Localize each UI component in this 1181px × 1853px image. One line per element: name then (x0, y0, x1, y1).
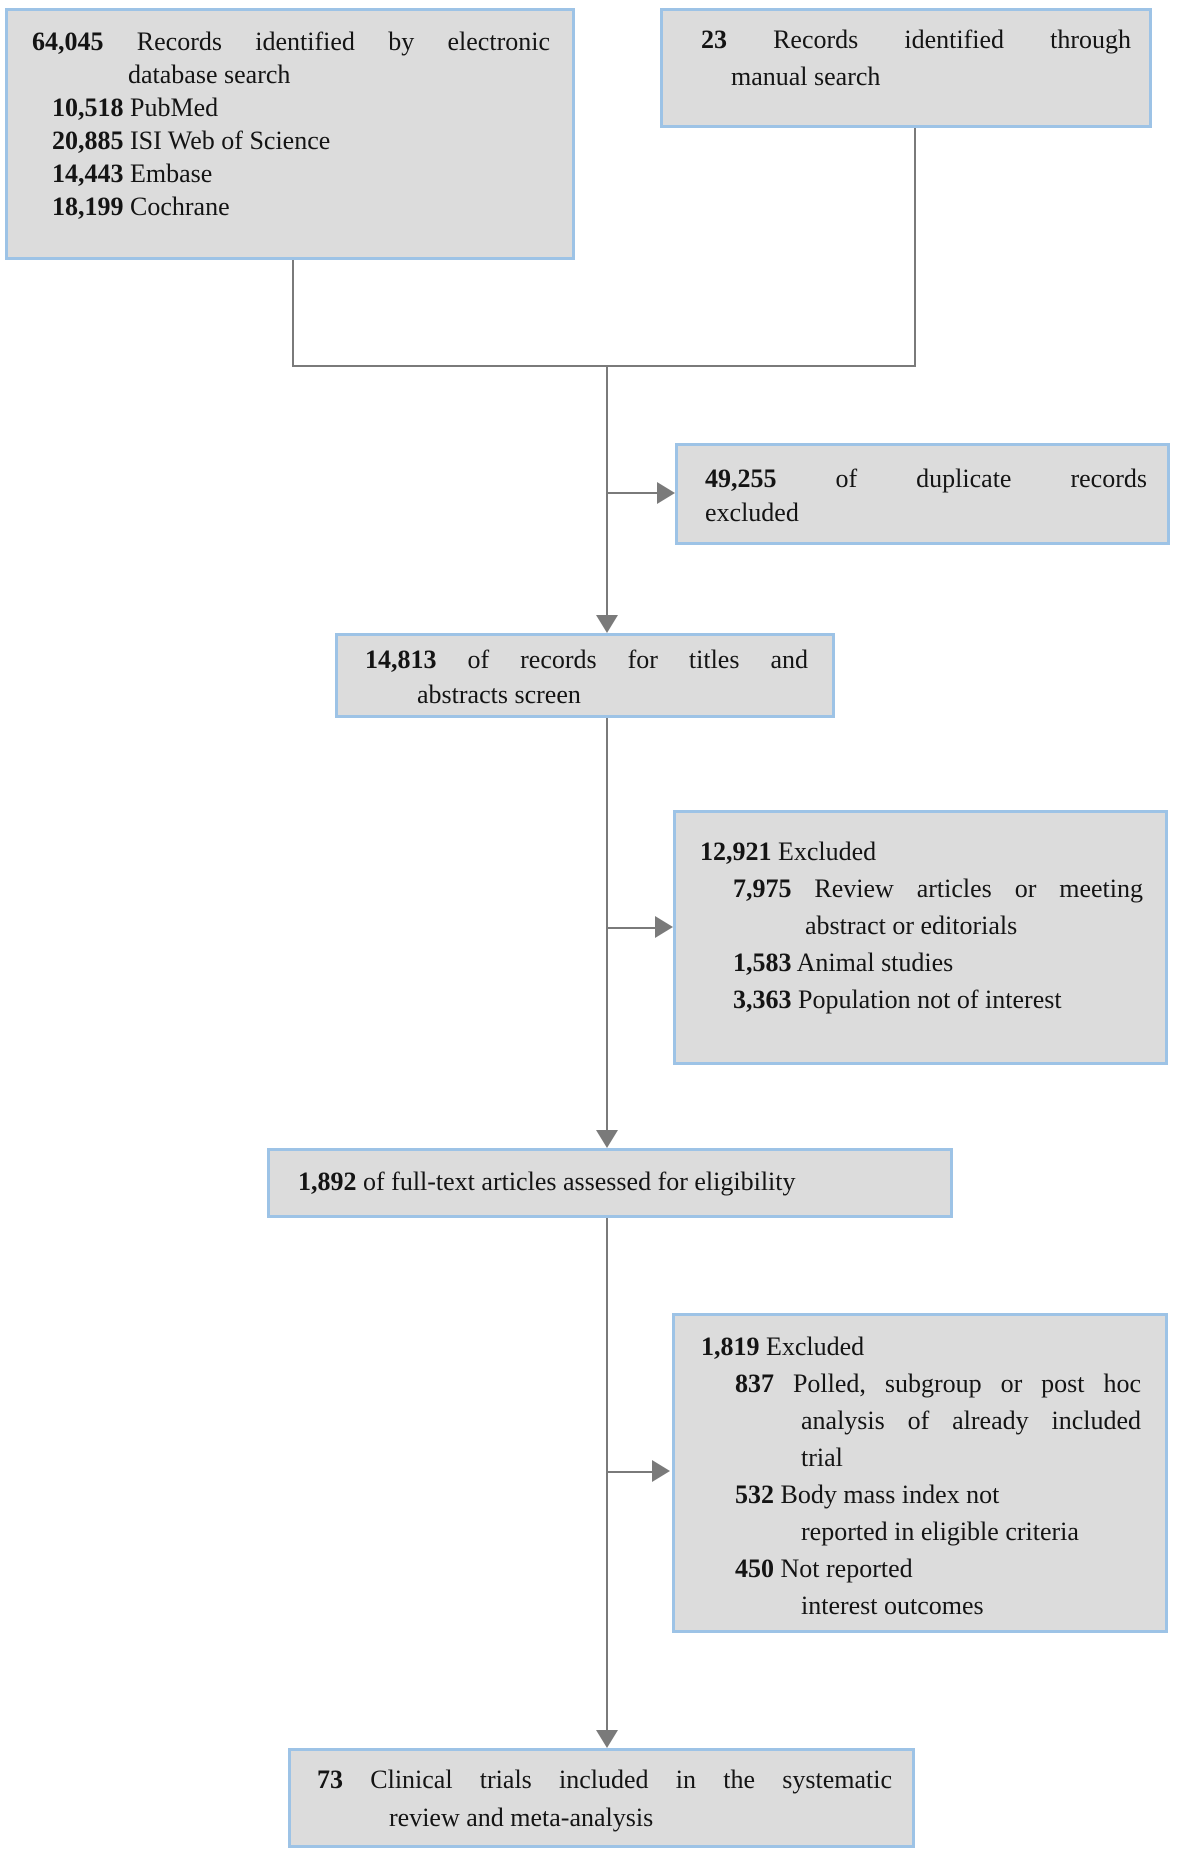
excluded-item-bmi: 532 Body mass index not (701, 1476, 1141, 1513)
box-title-line: 12,921 Excluded (700, 833, 1143, 870)
box-title-line: 1,892 of full-text articles assessed for… (298, 1165, 934, 1199)
connector-branch-duplicates (606, 492, 658, 494)
item-label: Review articles or meeting (814, 874, 1143, 903)
record-count: 12,921 (700, 837, 772, 866)
excluded-item-bmi-line2: reported in eligible criteria (801, 1517, 1079, 1546)
arrowhead-down-icon (596, 1130, 618, 1148)
db-item-isi: 20,885 ISI Web of Science (52, 124, 550, 157)
connector-spine-1 (606, 365, 608, 618)
connector-left-vertical (292, 260, 294, 367)
box-title-line: 73 Clinical trials included in the syste… (317, 1761, 892, 1799)
item-count: 18,199 (52, 192, 124, 221)
record-count: 73 (317, 1765, 343, 1794)
excluded-item-outcomes-line2: interest outcomes (801, 1591, 984, 1620)
box-title-line2: review and meta-analysis (389, 1803, 654, 1832)
connector-branch-fulltext-excluded (606, 1471, 654, 1473)
record-label: Records identified through (773, 25, 1131, 54)
item-label: Body mass index not (780, 1480, 1000, 1509)
record-count: 64,045 (32, 27, 104, 56)
record-count: 1,819 (701, 1332, 760, 1361)
box-fulltext-assessed: 1,892 of full-text articles assessed for… (267, 1148, 953, 1218)
excluded-item-reviews: 7,975 Review articles or meeting (700, 870, 1143, 907)
connector-spine-2 (606, 718, 608, 1132)
item-label: Cochrane (130, 192, 230, 221)
item-label: PubMed (130, 93, 219, 122)
box-title-line: 1,819 Excluded (701, 1328, 1141, 1365)
connector-merge-horizontal (292, 365, 916, 367)
record-label: Clinical trials included in the systemat… (370, 1765, 893, 1794)
record-label: Excluded (778, 837, 877, 866)
excluded-item-population: 3,363 Population not of interest (700, 981, 1143, 1018)
box-fulltext-excluded: 1,819 Excluded 837 Polled, subgroup or p… (672, 1313, 1168, 1633)
box-title-line2: manual search (731, 62, 881, 91)
box-manual-search: 23 Records identified through manual sea… (660, 8, 1152, 128)
item-count: 10,518 (52, 93, 124, 122)
record-label: of records for titles and (467, 645, 808, 674)
record-count: 23 (701, 25, 727, 54)
item-count: 837 (735, 1369, 774, 1398)
box-database-search: 64,045 Records identified by electronic … (5, 8, 575, 260)
arrowhead-right-icon (657, 482, 675, 504)
item-label: Population not of interest (798, 985, 1062, 1014)
item-label: Embase (130, 159, 213, 188)
arrowhead-down-icon (596, 1730, 618, 1748)
arrowhead-right-icon (652, 1460, 670, 1482)
item-label: Animal studies (796, 948, 954, 977)
excluded-item-pooled-line3: trial (801, 1443, 843, 1472)
connector-branch-screen-excluded (606, 927, 656, 929)
box-title-line: 64,045 Records identified by electronic (32, 25, 550, 58)
box-screening-excluded: 12,921 Excluded 7,975 Review articles or… (673, 810, 1168, 1065)
record-label: of duplicate records (835, 464, 1148, 493)
record-label: Records identified by electronic (136, 27, 550, 56)
item-count: 1,583 (733, 948, 792, 977)
box-title-line2: abstracts screen (417, 680, 581, 709)
record-count: 49,255 (705, 464, 777, 493)
db-item-cochrane: 18,199 Cochrane (52, 190, 550, 223)
item-label: ISI Web of Science (130, 126, 331, 155)
box-duplicates-excluded: 49,255 of duplicate records excluded (675, 443, 1170, 545)
box-title-line2: excluded (705, 498, 799, 527)
item-count: 20,885 (52, 126, 124, 155)
record-count: 14,813 (365, 645, 437, 674)
excluded-item-reviews-line2: abstract or editorials (805, 911, 1018, 940)
item-count: 3,363 (733, 985, 792, 1014)
item-count: 532 (735, 1480, 774, 1509)
excluded-item-pooled-line2: analysis of already included (801, 1406, 1141, 1435)
item-count: 450 (735, 1554, 774, 1583)
excluded-item-outcomes: 450 Not reported (701, 1550, 1141, 1587)
record-label: Excluded (766, 1332, 865, 1361)
box-title-line: 23 Records identified through (701, 21, 1131, 58)
connector-right-vertical (914, 128, 916, 367)
item-label: Polled, subgroup or post hoc (792, 1369, 1142, 1398)
item-label: Not reported (780, 1554, 913, 1583)
item-count: 7,975 (733, 874, 792, 903)
record-label: of full-text articles assessed for eligi… (363, 1167, 796, 1196)
db-item-embase: 14,443 Embase (52, 157, 550, 190)
box-title-line: 49,255 of duplicate records (705, 462, 1147, 496)
box-included-trials: 73 Clinical trials included in the syste… (288, 1748, 915, 1848)
box-title-line2: database search (128, 60, 291, 89)
arrowhead-down-icon (596, 615, 618, 633)
box-title-line: 14,813 of records for titles and (365, 642, 808, 677)
record-count: 1,892 (298, 1167, 357, 1196)
item-count: 14,443 (52, 159, 124, 188)
excluded-item-animal: 1,583 Animal studies (700, 944, 1143, 981)
box-titles-abstracts-screen: 14,813 of records for titles and abstrac… (335, 633, 835, 718)
excluded-item-pooled: 837 Polled, subgroup or post hoc (701, 1365, 1141, 1402)
arrowhead-right-icon (655, 916, 673, 938)
db-item-pubmed: 10,518 PubMed (52, 91, 550, 124)
connector-spine-3 (606, 1218, 608, 1732)
